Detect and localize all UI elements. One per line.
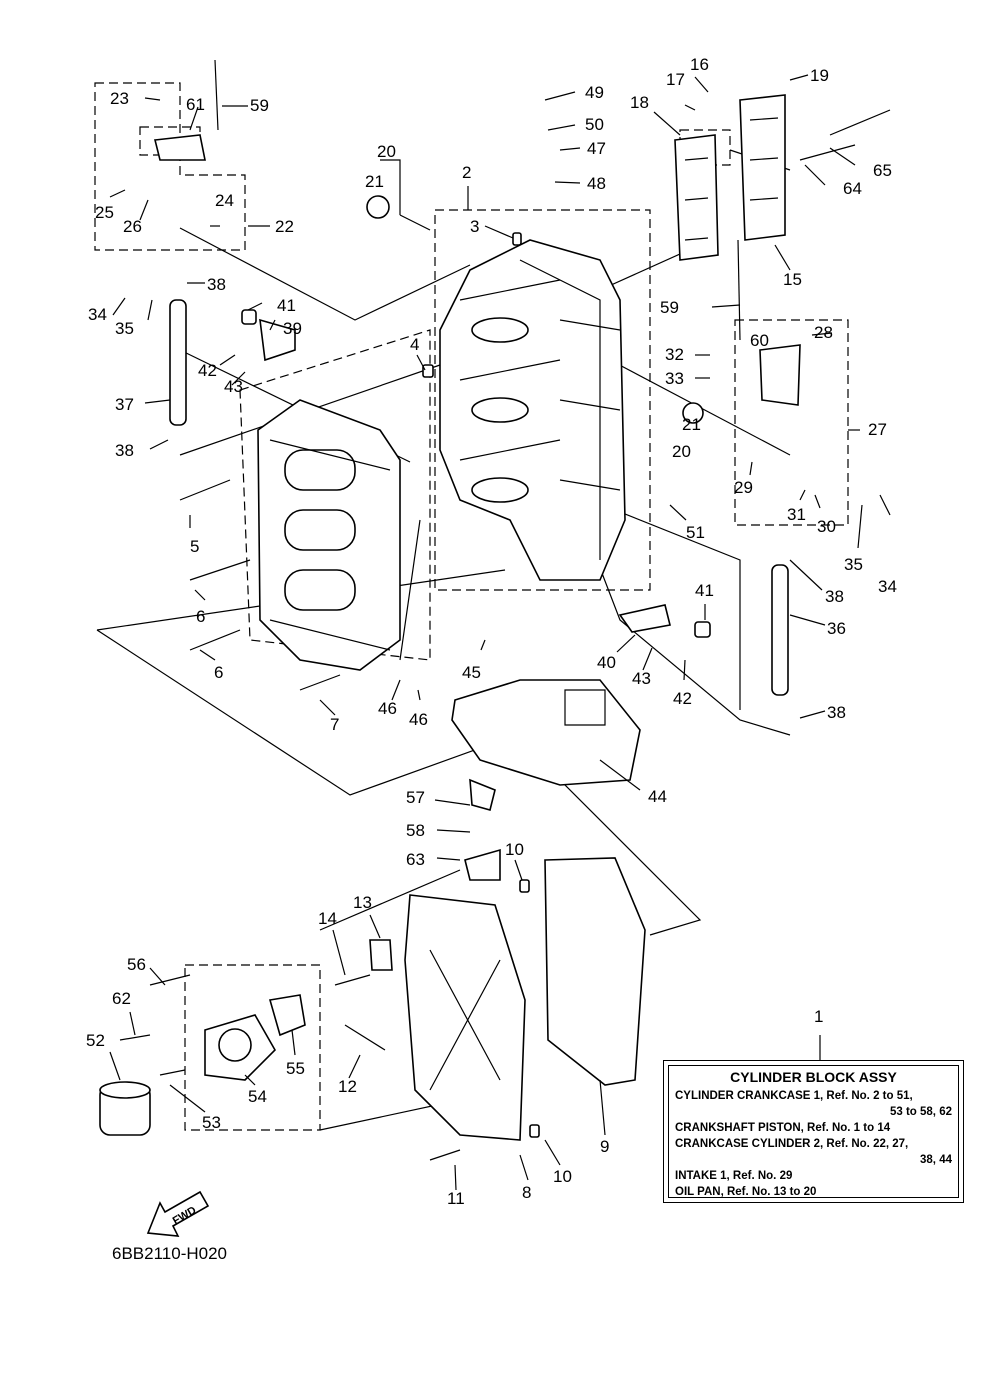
callout-31: 31 (787, 505, 806, 524)
callout-23: 23 (110, 89, 129, 108)
callout-37: 37 (115, 395, 134, 414)
assembly-legend-inner: CYLINDER BLOCK ASSY CYLINDER CRANKCASE 1… (668, 1065, 959, 1198)
legend-line: CRANKSHAFT PISTON, Ref. No. 1 to 14 (675, 1122, 891, 1134)
callout-10a: 10 (505, 840, 524, 859)
callout-28: 28 (814, 323, 833, 342)
callout-55: 55 (286, 1059, 305, 1078)
callout-numbers: 1 2 3 4 5 6 6 7 8 9 10 10 11 12 13 14 15… (86, 55, 897, 1208)
callout-42a: 42 (198, 361, 217, 380)
callout-41b: 41 (695, 581, 714, 600)
callout-20b: 20 (672, 442, 691, 461)
callout-59a: 59 (250, 96, 269, 115)
callout-29: 29 (734, 478, 753, 497)
callout-25: 25 (95, 203, 114, 222)
callout-21a: 21 (365, 172, 384, 191)
callout-14: 14 (318, 909, 337, 928)
callout-4: 4 (410, 335, 419, 354)
callout-17: 17 (666, 70, 685, 89)
fwd-arrow: FWD (146, 1190, 210, 1237)
callout-6b: 6 (214, 663, 223, 682)
callout-9: 9 (600, 1137, 609, 1156)
cylinder-block (439, 239, 626, 581)
callout-34b: 34 (878, 577, 897, 596)
callout-2: 2 (462, 163, 471, 182)
callout-54: 54 (248, 1087, 267, 1106)
callout-7: 7 (330, 715, 339, 734)
legend-line: 38, 44 (920, 1154, 952, 1166)
callout-10b: 10 (553, 1167, 572, 1186)
callout-27: 27 (868, 420, 887, 439)
leader-lines (109, 74, 891, 1191)
callout-32: 32 (665, 345, 684, 364)
callout-56: 56 (127, 955, 146, 974)
callout-53: 53 (202, 1113, 221, 1132)
callout-58: 58 (406, 821, 425, 840)
callout-46b: 46 (409, 710, 428, 729)
callout-38d: 38 (827, 703, 846, 722)
legend-title: CYLINDER BLOCK ASSY (730, 1069, 897, 1085)
callout-38a: 38 (207, 275, 226, 294)
callout-13: 13 (353, 893, 372, 912)
callout-65: 65 (873, 161, 892, 180)
callout-62: 62 (112, 989, 131, 1008)
gaskets (404, 679, 646, 1141)
callout-64: 64 (843, 179, 862, 198)
callout-36: 36 (827, 619, 846, 638)
callout-63: 63 (406, 850, 425, 869)
legend-line: OIL PAN, Ref. No. 13 to 20 (675, 1186, 817, 1198)
callout-6a: 6 (196, 607, 205, 626)
callout-48: 48 (587, 174, 606, 193)
callout-5: 5 (190, 537, 199, 556)
small-parts (99, 59, 891, 1161)
legend-line: 53 to 58, 62 (889, 1106, 952, 1118)
callout-40: 40 (597, 653, 616, 672)
callout-50: 50 (585, 115, 604, 134)
callout-46a: 46 (378, 699, 397, 718)
callout-35b: 35 (844, 555, 863, 574)
legend-line: CRANKCASE CYLINDER 2, Ref. No. 22, 27, (675, 1138, 909, 1150)
callout-15: 15 (783, 270, 802, 289)
legend-line: CYLINDER CRANKCASE 1, Ref. No. 2 to 51, (675, 1090, 913, 1102)
callout-60: 60 (750, 331, 769, 350)
legend-line: INTAKE 1, Ref. No. 29 (675, 1170, 793, 1182)
callout-30: 30 (817, 517, 836, 536)
callout-20a: 20 (377, 142, 396, 161)
callout-26: 26 (123, 217, 142, 236)
callout-34a: 34 (88, 305, 107, 324)
callout-19: 19 (810, 66, 829, 85)
callout-51: 51 (686, 523, 705, 542)
diagram-code: 6BB2110-H020 (112, 1244, 227, 1263)
callout-41a: 41 (277, 296, 296, 315)
callout-8: 8 (522, 1183, 531, 1202)
callout-59b: 59 (660, 298, 679, 317)
callout-47: 47 (587, 139, 606, 158)
crankcase (257, 399, 401, 671)
callout-38b: 38 (115, 441, 134, 460)
callout-18: 18 (630, 93, 649, 112)
callout-45: 45 (462, 663, 481, 682)
callout-39: 39 (283, 319, 302, 338)
callout-38c: 38 (825, 587, 844, 606)
callout-35a: 35 (115, 319, 134, 338)
callout-43b: 43 (632, 669, 651, 688)
callout-11: 11 (447, 1189, 465, 1208)
callout-33: 33 (665, 369, 684, 388)
callout-49: 49 (585, 83, 604, 102)
callout-3: 3 (470, 217, 479, 236)
callout-1: 1 (814, 1007, 823, 1026)
callout-61: 61 (186, 95, 205, 114)
callout-24: 24 (215, 191, 234, 210)
callout-22: 22 (275, 217, 294, 236)
callout-57: 57 (406, 788, 425, 807)
callout-16: 16 (690, 55, 709, 74)
callout-12: 12 (338, 1077, 357, 1096)
callout-43a: 43 (224, 377, 243, 396)
callout-52: 52 (86, 1031, 105, 1050)
callout-44: 44 (648, 787, 667, 806)
callout-42b: 42 (673, 689, 692, 708)
top-covers (674, 94, 786, 261)
assembly-legend: CYLINDER BLOCK ASSY CYLINDER CRANKCASE 1… (663, 1060, 964, 1203)
callout-21b: 21 (682, 415, 701, 434)
